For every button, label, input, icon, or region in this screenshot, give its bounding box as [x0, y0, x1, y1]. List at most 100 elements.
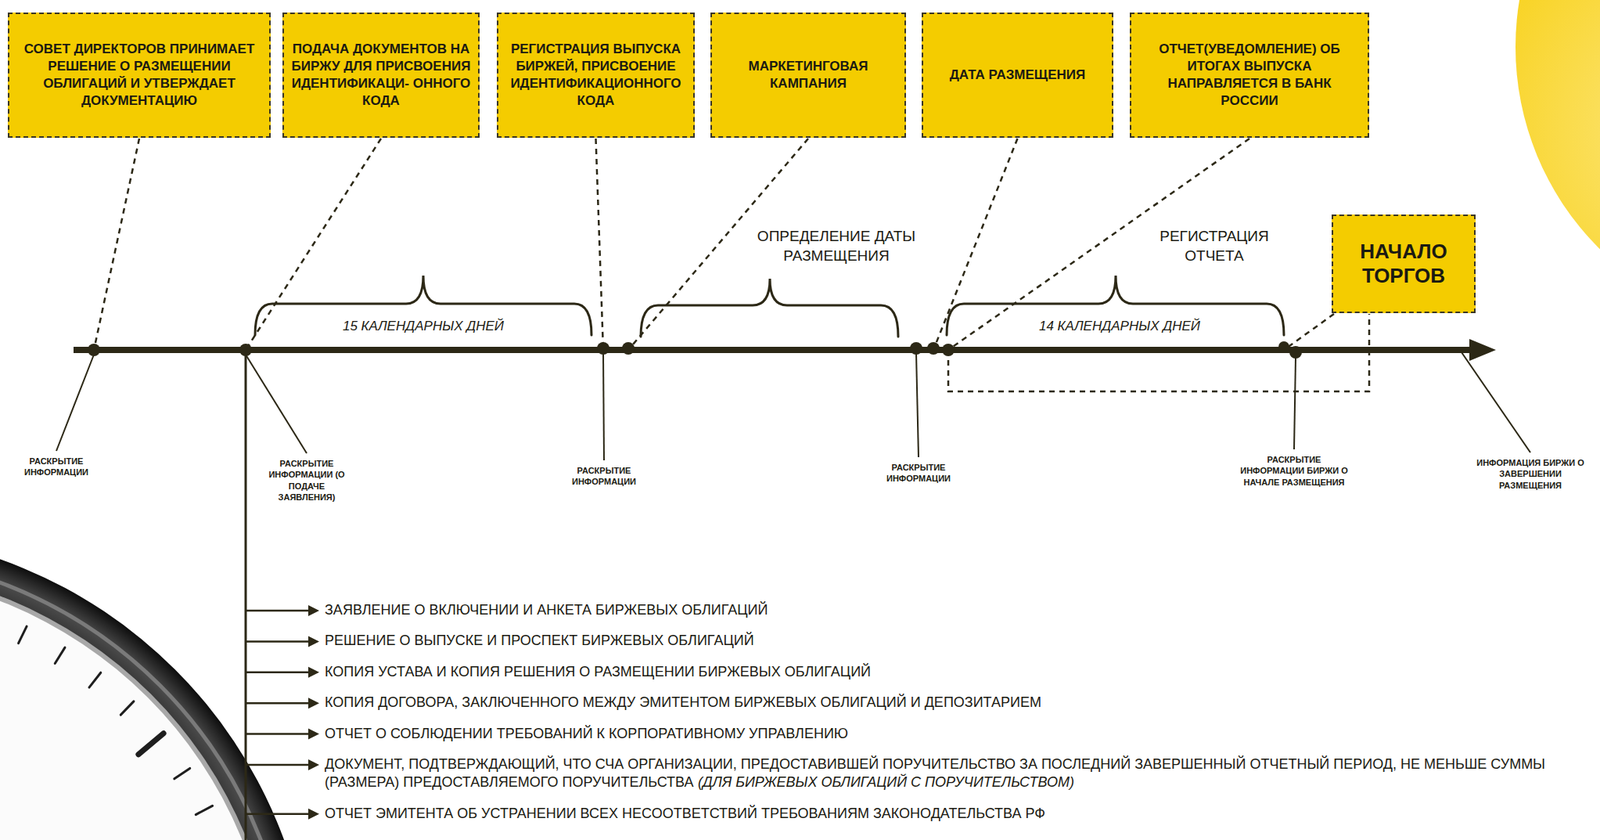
list-arrow-head — [308, 666, 320, 678]
clock-tick — [138, 733, 164, 755]
list-arrow-head — [308, 758, 320, 770]
duration-label: 15 КАЛЕНДАРНЫХ ДНЕЙ — [313, 318, 533, 335]
document-item: ДОКУМЕНТ, ПОДТВЕРЖДАЮЩИЙ, ЧТО СЧА ОРГАНИ… — [324, 755, 1589, 792]
clock-tick — [120, 701, 134, 715]
leader-line — [933, 138, 1018, 350]
document-item: КОПИЯ УСТАВА И КОПИЯ РЕШЕНИЯ О РАЗМЕЩЕНИ… — [324, 662, 1589, 681]
list-arrow-shaft — [245, 732, 310, 735]
list-arrow-head — [308, 728, 320, 740]
curly-brace — [640, 278, 899, 337]
pointer-line — [56, 354, 94, 451]
list-arrow — [245, 604, 320, 616]
list-arrow-head — [308, 635, 320, 647]
item-note: (ДЛЯ БИРЖЕВЫХ ОБЛИГАЦИЙ С ПОРУЧИТЕЛЬСТВО… — [697, 773, 1075, 790]
timeline-dot — [909, 341, 923, 355]
document-list: ЗАЯВЛЕНИЕ О ВКЛЮЧЕНИИ И АНКЕТА БИРЖЕВЫХ … — [324, 600, 1589, 823]
clock-tick — [18, 625, 28, 644]
clock-rim-highlight — [0, 553, 292, 840]
timeline-dot — [1289, 345, 1302, 359]
disclosure-note: ИНФОРМАЦИЯ БИРЖИ О ЗАВЕРШЕНИИ РАЗМЕЩЕНИЯ — [1475, 456, 1586, 491]
document-item: ЗАЯВЛЕНИЕ О ВКЛЮЧЕНИИ И АНКЕТА БИРЖЕВЫХ … — [324, 600, 1589, 619]
document-item: ОТЧЕТ О СОБЛЮДЕНИИ ТРЕБОВАНИЙ К КОРПОРАТ… — [324, 724, 1589, 743]
clock-illustration — [0, 532, 313, 840]
timeline-dots — [87, 341, 1302, 359]
timeline-dot — [942, 343, 955, 356]
curly-brace — [946, 275, 1284, 335]
list-arrow-shaft — [245, 812, 310, 815]
item-text: ОТЧЕТ О СОБЛЮДЕНИИ ТРЕБОВАНИЙ К КОРПОРАТ… — [324, 725, 849, 741]
step-text: СОВЕТ ДИРЕКТОРОВ ПРИНИМАЕТ РЕШЕНИЕ О РАЗ… — [15, 40, 263, 110]
leader-line — [93, 138, 140, 350]
list-arrow — [245, 808, 320, 820]
timeline-dot — [622, 341, 635, 355]
pointer-line — [603, 352, 605, 461]
step-text: ОТЧЕТ(УВЕДОМЛЕНИЕ) ОБ ИТОГАХ ВЫПУСКА НАП… — [1137, 40, 1362, 110]
leader-line — [1283, 313, 1334, 350]
curly-brace — [255, 275, 592, 335]
dashed-bracket — [948, 313, 1370, 392]
step-text: ДАТА РАЗМЕЩЕНИЯ — [949, 66, 1086, 84]
braces — [255, 275, 1284, 337]
clock-tick — [195, 805, 213, 814]
disclosure-note: РАСКРЫТИЕ ИНФОРМАЦИИ БИРЖИ О НАЧАЛЕ РАЗМ… — [1239, 453, 1349, 488]
step-text: ПОДАЧА ДОКУМЕНТОВ НА БИРЖУ ДЛЯ ПРИСВОЕНИ… — [290, 40, 472, 110]
list-arrow — [245, 635, 320, 647]
leader-line — [596, 138, 605, 350]
leader-lines — [56, 138, 1531, 820]
clock-tick — [89, 672, 101, 687]
list-arrow-head — [308, 697, 320, 709]
timeline-dot — [239, 343, 252, 356]
step-text: РЕГИСТРАЦИЯ ВЫПУСКА БИРЖЕЙ, ПРИСВОЕНИЕ И… — [504, 40, 687, 110]
item-text: КОПИЯ ДОГОВОРА, ЗАКЛЮЧЕННОГО МЕЖДУ ЭМИТЕ… — [324, 693, 1042, 710]
step-box: СОВЕТ ДИРЕКТОРОВ ПРИНИМАЕТ РЕШЕНИЕ О РАЗ… — [7, 12, 271, 138]
document-list-spine — [244, 349, 248, 840]
list-arrow-shaft — [245, 671, 310, 674]
step-box: МАРКЕТИНГОВАЯ КАМПАНИЯ — [710, 12, 907, 138]
phase-label: РЕГИСТРАЦИЯ ОТЧЕТА — [1136, 226, 1293, 266]
item-text: РЕШЕНИЕ О ВЫПУСКЕ И ПРОСПЕКТ БИРЖЕВЫХ ОБ… — [324, 632, 755, 648]
step-box: ОТЧЕТ(УВЕДОМЛЕНИЕ) ОБ ИТОГАХ ВЫПУСКА НАП… — [1129, 12, 1370, 138]
timeline-arrowhead — [1469, 338, 1496, 361]
list-arrow — [245, 697, 320, 709]
clock-tick — [54, 647, 65, 663]
list-arrow-shaft — [245, 701, 310, 705]
item-text: ОТЧЕТ ЭМИТЕНТА ОБ УСТРАНЕНИИ ВСЕХ НЕСООТ… — [324, 805, 1046, 821]
clock-ticks — [0, 583, 262, 840]
item-text: ЗАЯВЛЕНИЕ О ВКЛЮЧЕНИИ И АНКЕТА БИРЖЕВЫХ … — [324, 601, 768, 618]
pointer-line — [245, 354, 307, 454]
pointer-line — [1294, 356, 1296, 450]
milestone-box: НАЧАЛО ТОРГОВ — [1331, 214, 1476, 313]
list-arrow-head — [308, 808, 320, 820]
clock-face — [0, 571, 274, 840]
step-text: МАРКЕТИНГОВАЯ КАМПАНИЯ — [718, 57, 899, 93]
pointer-line — [1461, 352, 1531, 453]
clock-tick — [174, 767, 191, 778]
document-item: РЕШЕНИЕ О ВЫПУСКЕ И ПРОСПЕКТ БИРЖЕВЫХ ОБ… — [324, 631, 1589, 650]
disclosure-note: РАСКРЫТИЕ ИНФОРМАЦИИ — [9, 455, 104, 479]
disclosure-note: РАСКРЫТИЕ ИНФОРМАЦИИ — [871, 461, 966, 485]
yellow-disc — [1515, 0, 1600, 331]
timeline-dot — [1278, 341, 1290, 353]
list-arrow-shaft — [245, 763, 310, 766]
duration-label: 14 КАЛЕНДАРНЫХ ДНЕЙ — [1010, 318, 1230, 335]
pointer-line — [916, 352, 919, 457]
timeline-dot — [927, 341, 940, 355]
document-item: КОПИЯ ДОГОВОРА, ЗАКЛЮЧЕННОГО МЕЖДУ ЭМИТЕ… — [324, 693, 1589, 712]
step-text: НАЧАЛО ТОРГОВ — [1339, 239, 1468, 288]
timeline-dot — [596, 341, 610, 355]
document-item: ОТЧЕТ ЭМИТЕНТА ОБ УСТРАНЕНИИ ВСЕХ НЕСООТ… — [324, 804, 1589, 823]
clock-rim — [0, 532, 313, 840]
item-text: КОПИЯ УСТАВА И КОПИЯ РЕШЕНИЯ О РАЗМЕЩЕНИ… — [324, 663, 871, 680]
list-arrow — [245, 728, 320, 740]
leader-line — [245, 138, 382, 350]
disclosure-note: РАСКРЫТИЕ ИНФОРМАЦИИ (О ПОДАЧЕ ЗАЯВЛЕНИЯ… — [267, 457, 346, 503]
step-box: ПОДАЧА ДОКУМЕНТОВ НА БИРЖУ ДЛЯ ПРИСВОЕНИ… — [282, 12, 480, 138]
disclosure-note: РАСКРЫТИЕ ИНФОРМАЦИИ — [557, 464, 651, 488]
clock-bezel — [0, 566, 279, 840]
list-arrow-shaft — [245, 640, 310, 643]
step-box: ДАТА РАЗМЕЩЕНИЯ — [921, 12, 1114, 138]
list-arrow — [245, 758, 320, 770]
list-arrow — [245, 666, 320, 678]
list-arrow-head — [308, 604, 320, 616]
